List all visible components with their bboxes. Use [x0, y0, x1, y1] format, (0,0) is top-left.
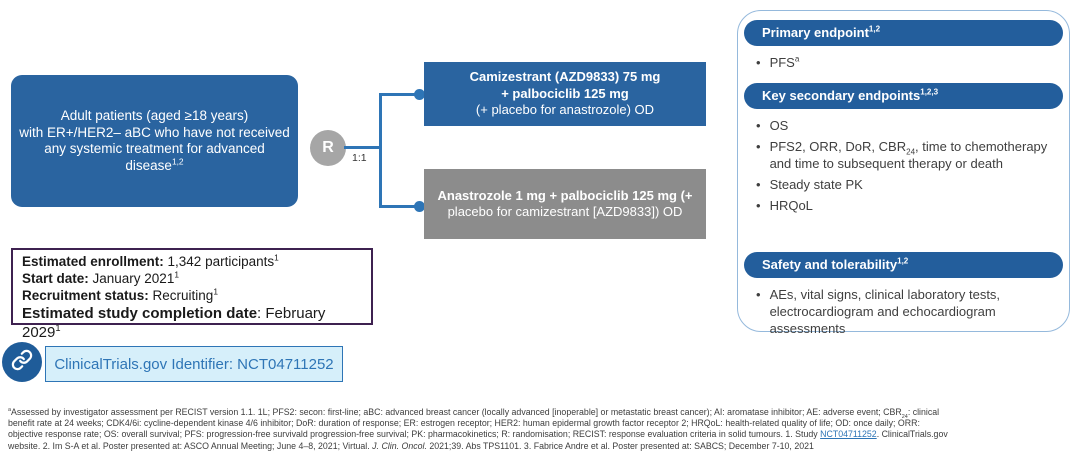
connector-line	[379, 93, 382, 208]
bullet-item: •Steady state PK	[756, 177, 863, 192]
arm-camizestrant-box: Camizestrant (AZD9833) 75 mg + palbocicl…	[424, 62, 706, 126]
clinicaltrials-identifier-box: ClinicalTrials.gov Identifier: NCT047112…	[45, 346, 343, 382]
connector-line	[344, 146, 382, 149]
connector-dot	[414, 89, 425, 100]
endpoint-bullet-group: •AEs, vital signs, clinical laboratory t…	[744, 278, 1063, 349]
bullet-dot: •	[756, 118, 761, 133]
randomization-ratio: 1:1	[352, 152, 367, 164]
bullet-item: •PFS2, ORR, DoR, CBR24, time to chemothe…	[756, 139, 1048, 171]
footnote-line: website. 2. Im S-A et al. Poster present…	[8, 440, 814, 451]
bullet-dot: •	[756, 198, 761, 213]
arm-anastrozole-box: Anastrozole 1 mg + palbociclib 125 mg (+…	[424, 169, 706, 239]
endpoint-section-header: Safety and tolerability1,2	[744, 252, 1063, 278]
endpoint-section-header: Primary endpoint1,2	[744, 20, 1063, 46]
footnote-line: aAssessed by investigator assessment per…	[8, 407, 940, 420]
chain-link-icon	[11, 349, 33, 376]
footnote: aAssessed by investigator assessment per…	[8, 407, 1076, 452]
enrollment-line: Recruitment status: Recruiting1	[22, 286, 218, 303]
link-badge	[2, 342, 42, 382]
endpoint-section-header: Key secondary endpoints1,2,3	[744, 83, 1063, 109]
randomization-label: R	[322, 139, 334, 156]
randomization-circle: R	[310, 130, 346, 166]
endpoint-bullet-group: •OS •PFS2, ORR, DoR, CBR24, time to chemo…	[744, 109, 1063, 226]
footnote-line: benefit rate at 24 weeks; CDK4/6i: cycli…	[8, 418, 920, 429]
connector-line	[379, 93, 422, 96]
bullet-item: •PFSa	[756, 54, 800, 70]
connector-dot	[414, 201, 425, 212]
patient-population-box: Adult patients (aged ≥18 years) with ER+…	[11, 75, 298, 207]
bullet-item: •OS	[756, 118, 789, 133]
enrollment-line: Estimated enrollment: 1,342 participants…	[22, 252, 279, 269]
enrollment-line: Estimated study completion date: Februar…	[22, 305, 326, 341]
bullet-dot: •	[756, 177, 761, 192]
footnote-line: objective response rate; OS: overall sur…	[8, 429, 948, 440]
connector-line	[379, 205, 422, 208]
endpoint-bullet-group: •PFSa	[744, 46, 1063, 83]
bullet-dot: •	[756, 55, 761, 70]
enrollment-info-box: Estimated enrollment: 1,342 participants…	[11, 248, 373, 341]
nct-link[interactable]: NCT04711252	[820, 429, 877, 440]
bullet-dot: •	[756, 287, 761, 302]
bullet-dot: •	[756, 139, 761, 154]
enrollment-line: Start date: January 20211	[22, 269, 179, 286]
bullet-item: •AEs, vital signs, clinical laboratory t…	[756, 287, 1001, 336]
bullet-item: •HRQoL	[756, 198, 813, 213]
